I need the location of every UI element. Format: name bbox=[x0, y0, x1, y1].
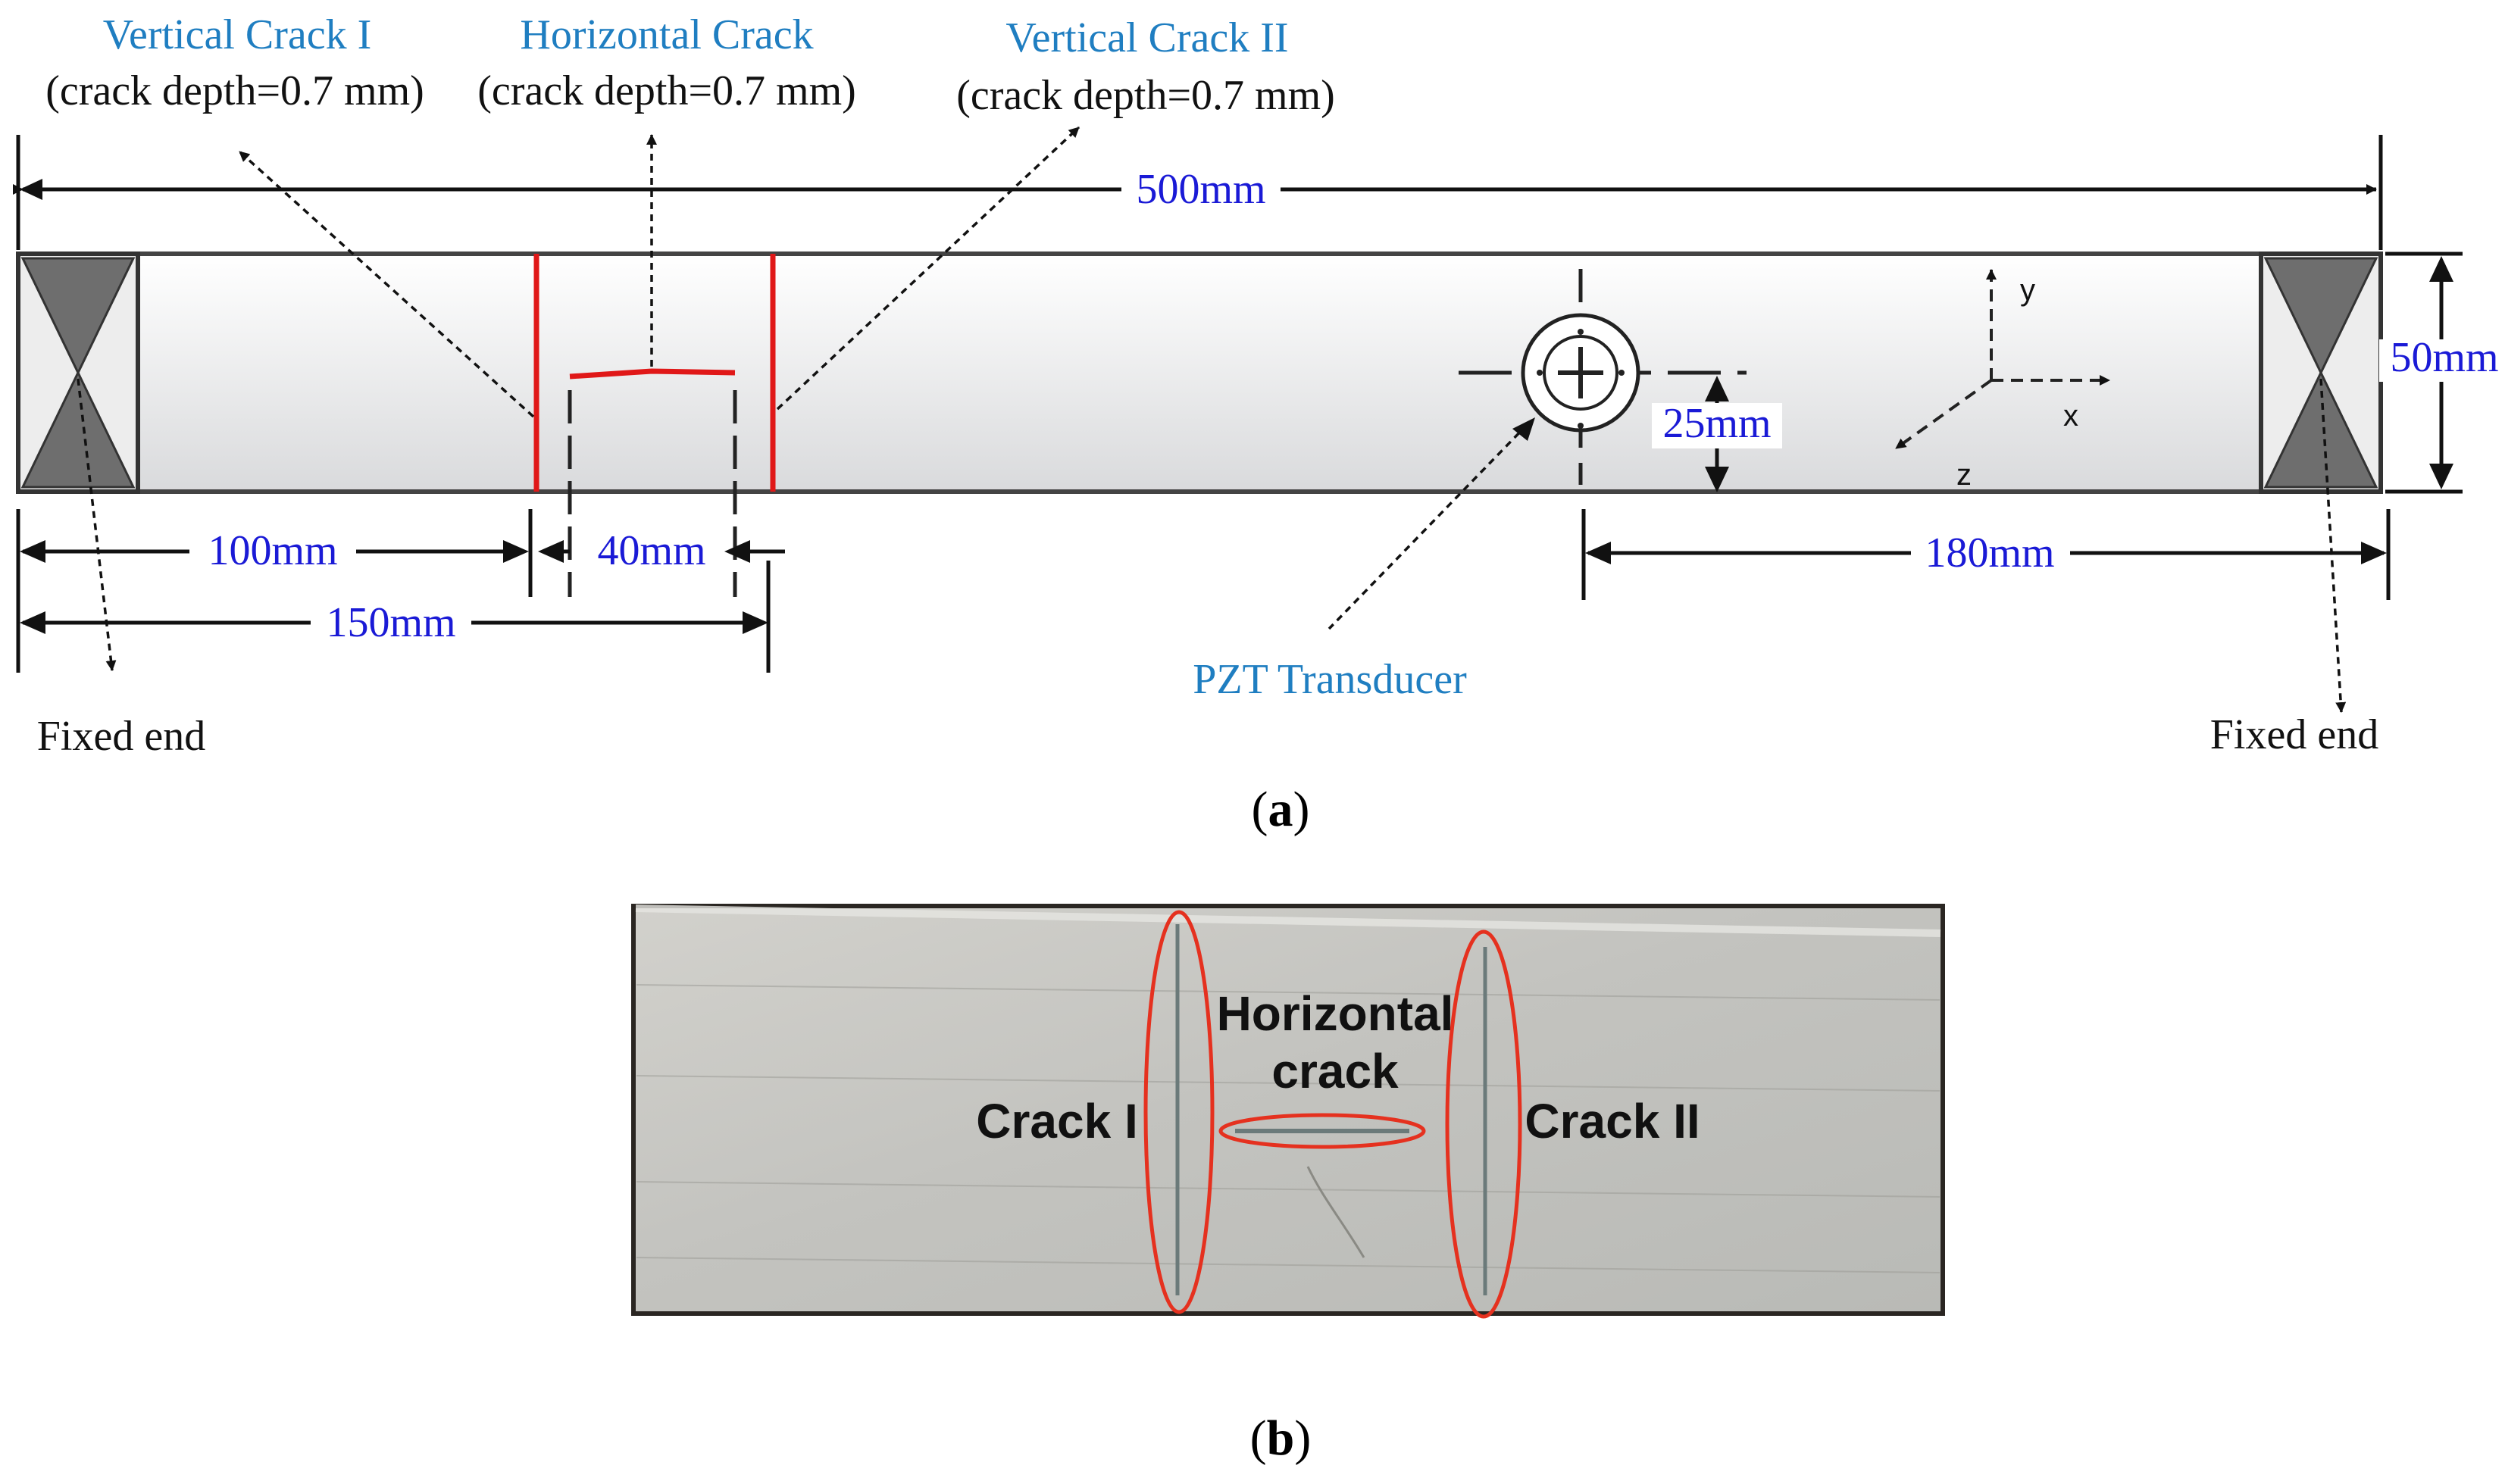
label-horizontal-crack: Horizontal Crack bbox=[520, 11, 813, 58]
panel-a-caption: (a) bbox=[1252, 782, 1310, 837]
dimension-crack-spacing: 40mm bbox=[538, 527, 785, 574]
label-vertical-crack-1: Vertical Crack I bbox=[103, 11, 371, 58]
panel-b-photo: Horizontal crack Crack I Crack II bbox=[631, 904, 1945, 1319]
plate-photo bbox=[631, 904, 1945, 1316]
left-fixed-support bbox=[16, 251, 140, 494]
dim-width-label: 50mm bbox=[2390, 334, 2498, 381]
photo-horizontal-crack-line1: Horizontal bbox=[1217, 986, 1454, 1041]
svg-text:(b): (b) bbox=[1250, 1411, 1312, 1466]
photo-horizontal-crack-line2: crack bbox=[1271, 1044, 1399, 1098]
right-fixed-support bbox=[2259, 251, 2383, 494]
horizontal-crack-marker bbox=[1218, 1113, 1426, 1149]
dimension-length: 500mm bbox=[13, 135, 2383, 250]
dim-crack1-label: 100mm bbox=[208, 527, 337, 574]
dim-length-label: 500mm bbox=[1136, 166, 1265, 213]
panel-b-caption: (b) bbox=[1250, 1411, 1312, 1466]
crack-1-marker bbox=[1143, 910, 1215, 1314]
label-pzt: PZT Transducer bbox=[1193, 656, 1467, 703]
dim-crack2-label: 150mm bbox=[326, 599, 455, 646]
axis-x-label: x bbox=[2063, 399, 2078, 433]
dimension-width: 50mm bbox=[2379, 251, 2505, 494]
label-crack-depth-h: (crack depth=0.7 mm) bbox=[477, 67, 856, 114]
dimension-pzt-from-right: 180mm bbox=[1585, 530, 2387, 576]
label-fixed-end-right: Fixed end bbox=[2210, 711, 2378, 758]
axis-y-label: y bbox=[2020, 273, 2035, 307]
dimension-pzt-offset: 25mm bbox=[1652, 376, 1782, 492]
dimension-crack1-position: 100mm bbox=[20, 527, 529, 574]
label-fixed-end-left: Fixed end bbox=[37, 713, 205, 760]
pzt-transducer bbox=[1459, 269, 1747, 485]
panel-a-diagram: y x z 500mm 50mm bbox=[13, 11, 2505, 837]
beam bbox=[16, 251, 2383, 494]
coordinate-axes: y x z bbox=[1894, 269, 2110, 492]
horizontal-crack bbox=[569, 368, 736, 380]
photo-crack-2: Crack II bbox=[1525, 1094, 1700, 1148]
dim-pzt-right-label: 180mm bbox=[1925, 530, 2054, 576]
crack-2-marker bbox=[1445, 929, 1522, 1319]
dimension-crack2-position: 150mm bbox=[20, 599, 768, 646]
leader-lines bbox=[77, 126, 2347, 713]
label-crack-depth-1: (crack depth=0.7 mm) bbox=[45, 67, 424, 114]
label-vertical-crack-2: Vertical Crack II bbox=[1005, 14, 1288, 61]
photo-crack-1: Crack I bbox=[976, 1094, 1137, 1148]
axis-z-label: z bbox=[1956, 458, 1972, 492]
svg-text:(a): (a) bbox=[1252, 782, 1310, 837]
dim-spacing-label: 40mm bbox=[597, 527, 705, 574]
dim-pzt-offset-label: 25mm bbox=[1662, 400, 1771, 447]
label-crack-depth-2: (crack depth=0.7 mm) bbox=[956, 72, 1335, 119]
